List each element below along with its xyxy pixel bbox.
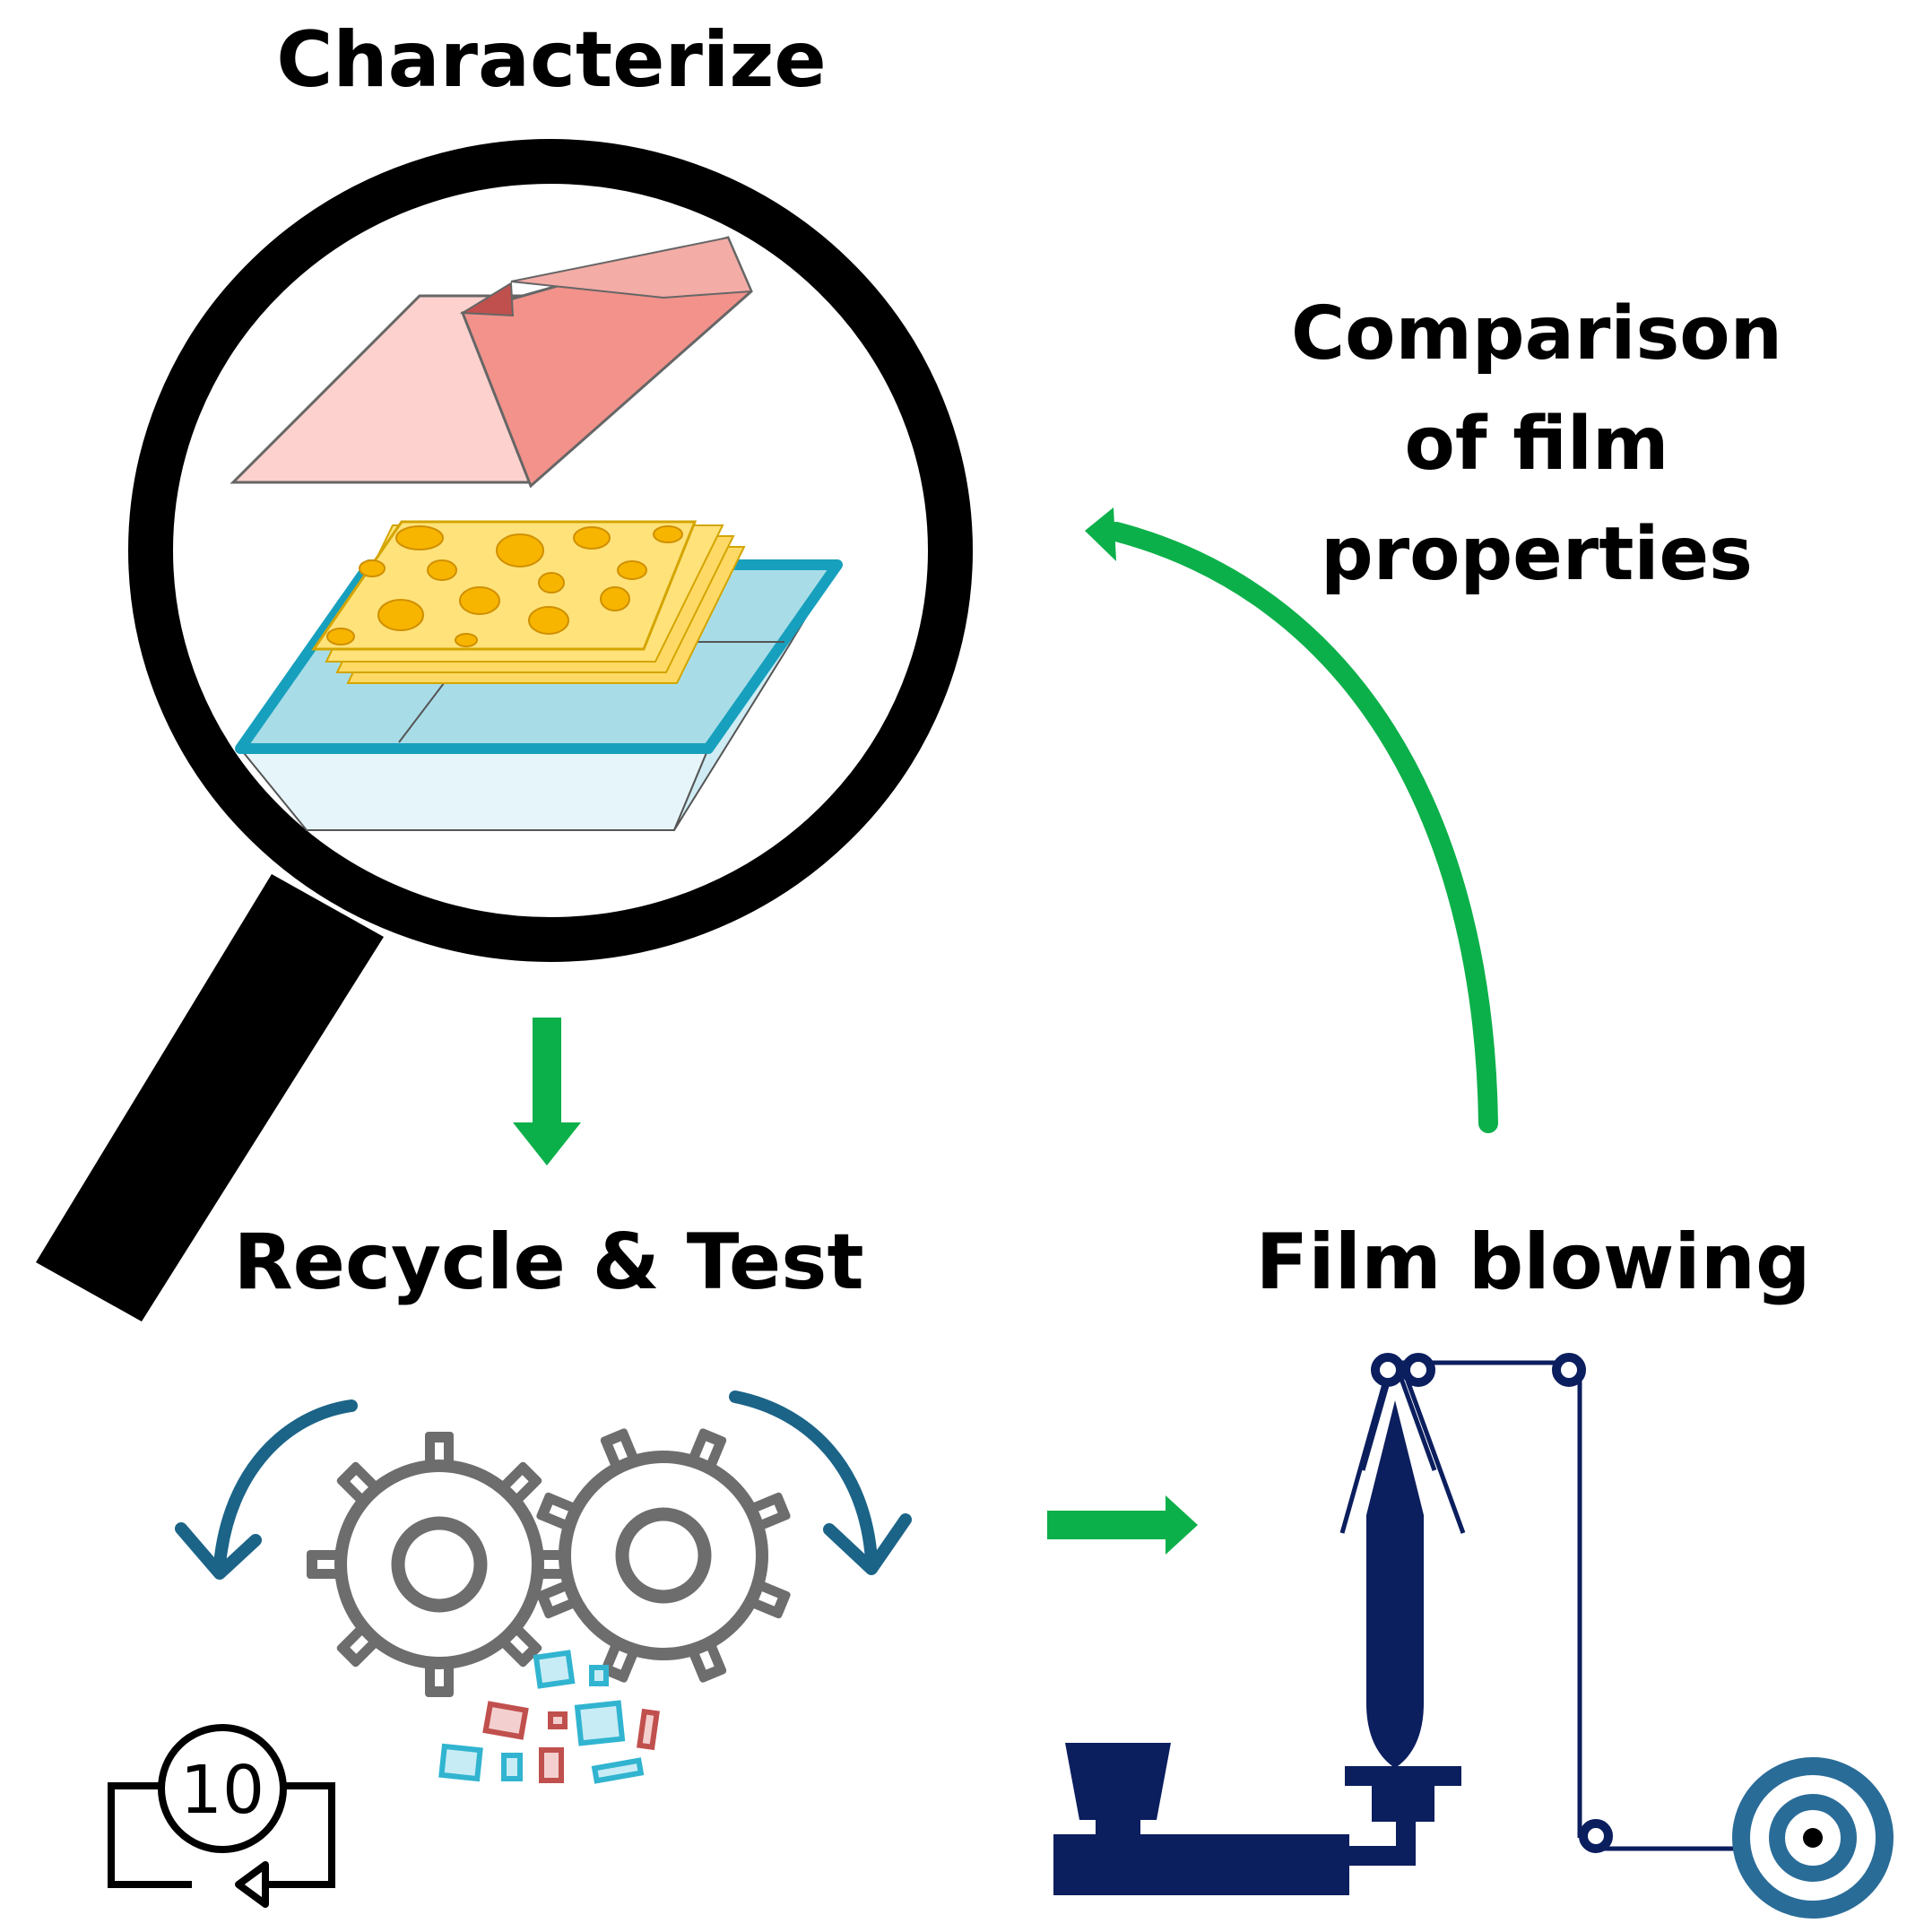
rotation-arrow-right-icon: [729, 1391, 912, 1575]
gear-right: [536, 1428, 791, 1683]
comparison-label: Comparison of film properties: [1291, 291, 1782, 597]
lid-upper-strip: [510, 236, 753, 299]
film-blowing-title: Film blowing: [1255, 1217, 1810, 1307]
take-up-reel-icon: [1732, 1757, 1894, 1919]
extruder-hopper: [1065, 1743, 1171, 1820]
extruder-barrel: [1053, 1834, 1349, 1895]
film-blowing-line-icon: [1053, 1353, 1894, 1919]
magnifier-handle: [36, 874, 384, 1321]
recycle-test-title: Recycle & Test: [233, 1217, 863, 1307]
die-body: [1372, 1786, 1434, 1822]
melt-pipe: [1349, 1822, 1416, 1866]
film-spots: [326, 525, 683, 647]
packaging-illustration: [230, 236, 843, 831]
tray-front-face: [238, 748, 710, 831]
hopper-neck: [1096, 1820, 1140, 1834]
plastic-flakes: [438, 1650, 660, 1784]
arrow-recycle-to-film-blowing: [1047, 1495, 1198, 1555]
rotation-arrow-left-icon: [175, 1399, 358, 1580]
blowing-die: [1345, 1766, 1461, 1786]
comparison-label-line2: of film: [1405, 402, 1669, 487]
gear-left: [307, 1432, 572, 1697]
cycle-counter-icon: [108, 1724, 335, 1908]
cycle-count-label: 10: [180, 1752, 264, 1829]
arrow-characterize-to-recycle: [513, 1018, 581, 1165]
arrow-film-blowing-to-comparison: [1085, 507, 1498, 1133]
comparison-label-line1: Comparison: [1291, 291, 1782, 377]
gears-icon: [307, 1428, 791, 1697]
film-bubble: [1366, 1400, 1424, 1768]
characterize-title: Characterize: [276, 15, 827, 105]
nip-rollers: [1371, 1353, 1613, 1853]
lid-corner-tab: [459, 282, 515, 317]
comparison-label-line3: properties: [1321, 512, 1753, 597]
